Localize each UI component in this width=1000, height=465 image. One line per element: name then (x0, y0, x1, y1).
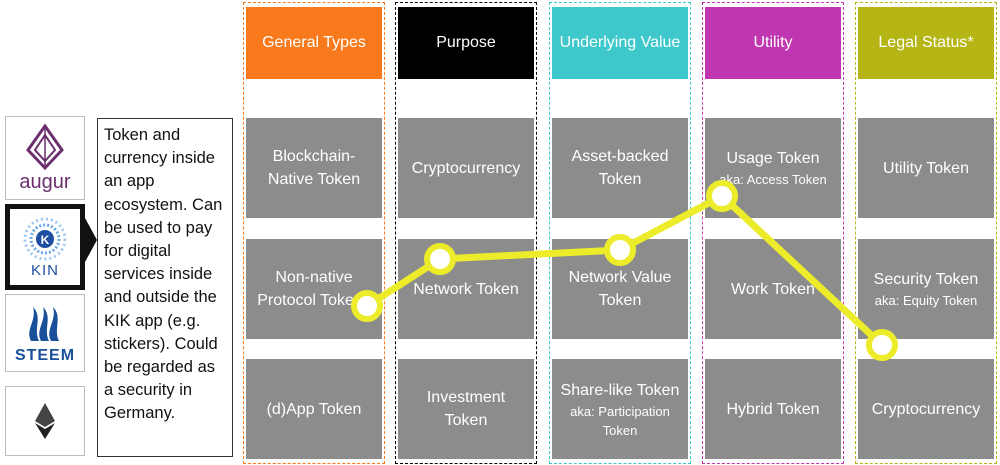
column-header: Underlying Value (552, 7, 688, 79)
token-cell: Asset-backed Token (552, 118, 688, 218)
token-cell: Blockchain-Native Token (246, 118, 382, 218)
column-frame (243, 2, 385, 464)
token-cell: Hybrid Token (705, 359, 841, 459)
logo-label: KIN (30, 261, 59, 279)
column-header: Legal Status* (858, 7, 994, 79)
path-node (424, 243, 456, 275)
token-cell: Investment Token (398, 359, 534, 459)
token-cell-label: (d)App Token (266, 400, 362, 418)
token-cell: Utility Token (858, 118, 994, 218)
path-node (604, 234, 636, 266)
description-box: Token and currency inside an app ecosyst… (97, 118, 233, 457)
kin-icon: K (23, 217, 67, 260)
token-cell-sublabel: aka: Participation Token (570, 403, 670, 438)
token-cell-label: Network Token (413, 280, 519, 298)
column-frame (702, 2, 844, 464)
augur-icon (26, 122, 64, 170)
token-cell-label: Hybrid Token (726, 400, 820, 418)
steem-icon (29, 307, 59, 341)
pointer-arrow (85, 218, 97, 262)
logo-ethereum (5, 386, 85, 456)
token-cell-label: Usage Token (726, 150, 820, 167)
column-frame (855, 2, 997, 464)
token-cell: Non-native Protocol Tokens (246, 239, 382, 339)
logo-label: STEEM (14, 347, 76, 364)
token-cell: Cryptocurrency (398, 118, 534, 218)
column-header: Purpose (398, 7, 534, 79)
svg-text:K: K (41, 233, 50, 247)
path-node (706, 180, 738, 212)
logo-kin: K KIN (5, 204, 85, 290)
logo-label: augur (19, 170, 71, 193)
token-cell-sublabel: aka: Equity Token (874, 293, 978, 308)
token-cell-label: Investment Token (426, 389, 506, 429)
token-cell: (d)App Token (246, 359, 382, 459)
column-frame (395, 2, 537, 464)
path-node (866, 329, 898, 361)
token-cell-sublabel: aka: Access Token (719, 172, 827, 187)
token-cell-label: Cryptocurrency (411, 159, 521, 177)
column-header: General Types (246, 7, 382, 79)
token-cell: Share-like Token aka: Participation Token (552, 359, 688, 459)
logo-steem: STEEM (5, 294, 85, 372)
ethereum-icon (35, 403, 55, 439)
token-cell-label: Share-like Token (560, 381, 680, 399)
token-cell-label: Cryptocurrency (871, 400, 981, 418)
token-cell-label: Asset-backed Token (571, 148, 669, 188)
token-cell-label: Blockchain-Native Token (267, 148, 361, 188)
token-cell: Security Token aka: Equity Token (858, 239, 994, 339)
token-cell-label: Utility Token (883, 159, 969, 177)
token-cell-label: Non-native Protocol Tokens (257, 269, 371, 309)
column-header: Utility (705, 7, 841, 79)
logo-augur: augur (5, 116, 85, 200)
token-cell-label: Security Token (873, 271, 979, 288)
path-node (351, 290, 383, 322)
token-cell-label: Work Token (731, 280, 815, 298)
column-frame (549, 2, 691, 464)
token-cell-label: Network Value Token (568, 269, 672, 309)
token-cell: Cryptocurrency (858, 359, 994, 459)
